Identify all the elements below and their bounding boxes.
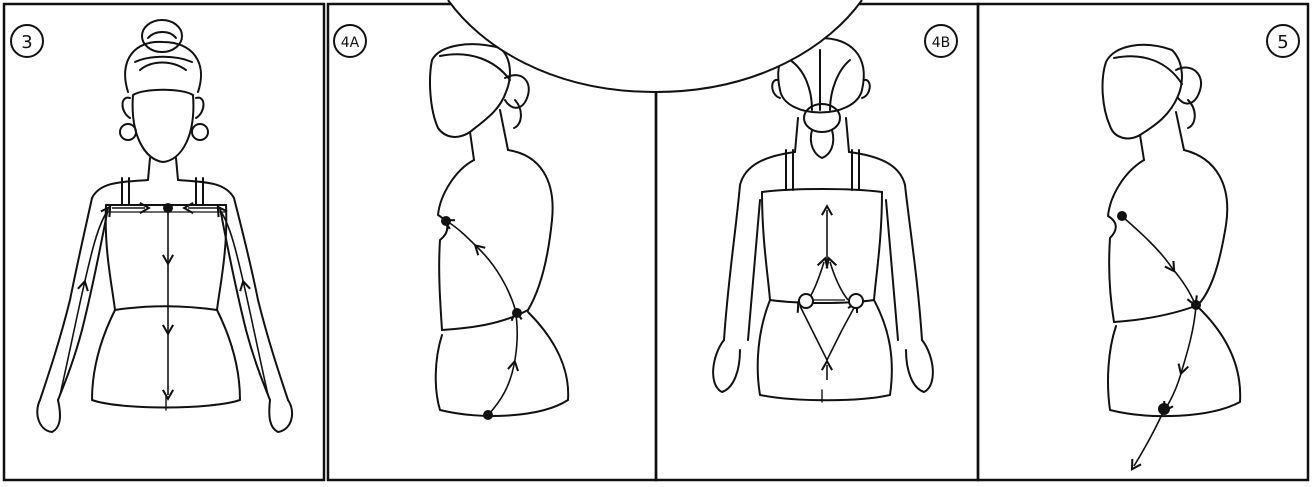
point-4b-right	[849, 294, 863, 308]
point-4a-waist	[512, 308, 522, 318]
point-4a-chest	[441, 216, 451, 226]
figure-front	[37, 20, 292, 432]
point-4b-left	[799, 294, 813, 308]
panel-4b-label: 4B	[932, 35, 951, 51]
flow-lines-panel-5	[1124, 218, 1196, 466]
panel-3-frame	[4, 4, 324, 480]
figure-side-right	[1103, 45, 1241, 416]
point-5-hip	[1158, 403, 1170, 415]
figure-side-left	[430, 44, 568, 416]
point-5-chest	[1117, 211, 1127, 221]
panel-4a-label: 4A	[341, 35, 360, 51]
figure-back	[713, 38, 933, 402]
panel-5-label: 5	[1277, 32, 1288, 53]
panel-3: 3	[4, 4, 324, 480]
panel-3-label: 3	[21, 32, 32, 53]
point-4a-hip	[483, 410, 493, 420]
panel-5: 5	[978, 4, 1308, 480]
point-5-waist	[1191, 300, 1201, 310]
point-3-center	[163, 203, 173, 213]
